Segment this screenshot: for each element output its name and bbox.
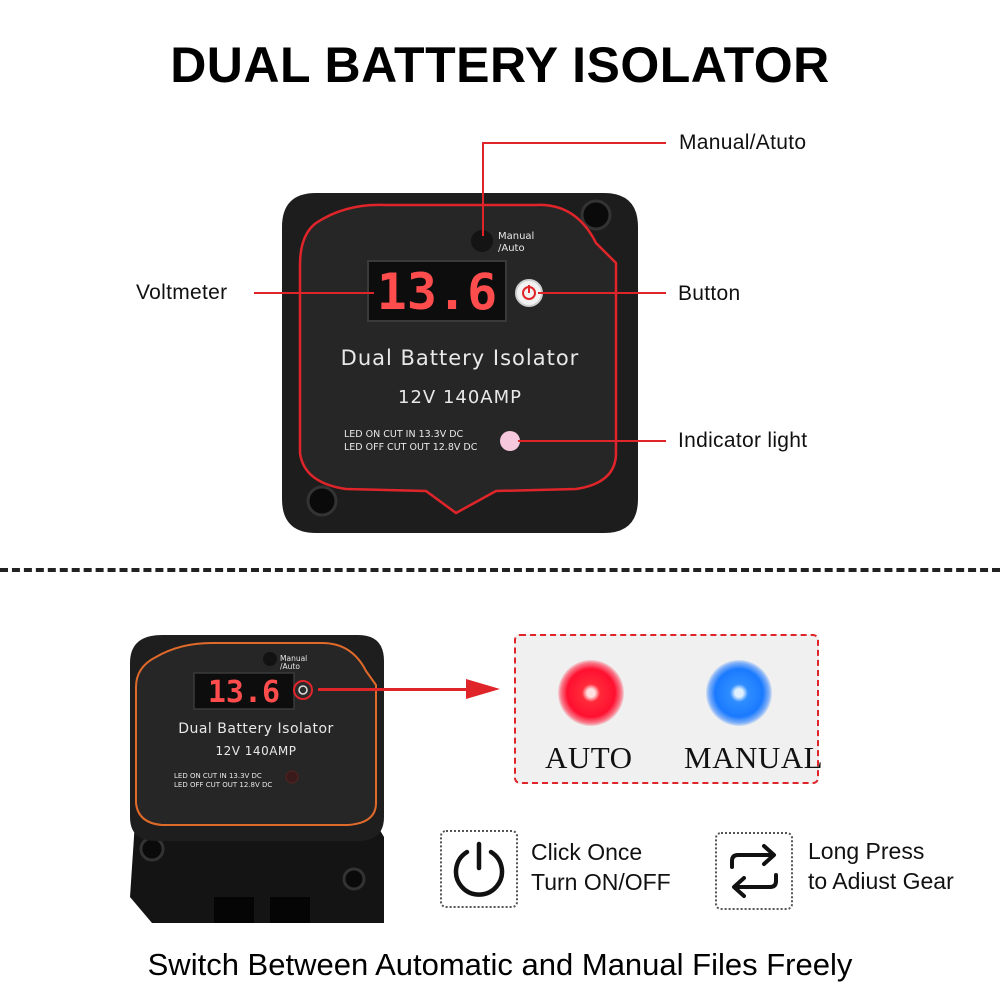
section-divider: [0, 568, 1000, 572]
press-line-1: Long Press: [808, 838, 925, 864]
footer-caption: Switch Between Automatic and Manual File…: [147, 947, 853, 982]
press-line-2: to Adiust Gear: [808, 868, 954, 894]
cycle-arrows-icon: [730, 844, 778, 898]
led-on-text: LED ON CUT IN 13.3V DC: [344, 429, 464, 440]
device-rating: 12V 140AMP: [398, 387, 522, 408]
callout-line-manual-horizontal: [482, 142, 666, 144]
indicator-led: [500, 431, 520, 451]
angled-device-name: Dual Battery Isolator: [178, 721, 334, 737]
power-icon: [453, 841, 505, 897]
callout-manual-auto: Manual/Atuto: [679, 131, 807, 154]
click-instruction: Click Once Turn ON/OFF: [531, 837, 671, 897]
isolator-device-angled: Manual /Auto 13.6 Dual Battery Isolator …: [122, 627, 392, 933]
callout-line-button: [538, 292, 666, 294]
cycle-icon-box: [715, 832, 793, 910]
auto-label: AUTO: [545, 740, 633, 775]
click-line-1: Click Once: [531, 839, 643, 865]
callout-line-voltmeter: [254, 292, 374, 294]
callout-button: Button: [678, 282, 741, 305]
callout-line-indicator: [518, 440, 666, 442]
led-modes-panel: AUTO MANUAL: [514, 634, 823, 784]
manual-led: [706, 660, 772, 726]
press-instruction: Long Press to Adiust Gear: [808, 836, 954, 896]
click-line-2: Turn ON/OFF: [531, 869, 671, 895]
isolator-device-front: Manual /Auto 13.6 Dual Battery Isolator …: [276, 183, 644, 543]
arrow-head-icon: [466, 679, 500, 699]
angled-voltmeter-display: 13.6: [208, 675, 280, 710]
manual-label: MANUAL: [684, 740, 824, 775]
angled-manual-label: Manual: [280, 654, 307, 663]
device-auto-label: /Auto: [498, 243, 525, 254]
callout-voltmeter: Voltmeter: [136, 281, 228, 304]
page-title: DUAL BATTERY ISOLATOR: [170, 37, 830, 93]
angled-power-button[interactable]: [293, 680, 313, 700]
auto-led: [558, 660, 624, 726]
callout-line-manual-vertical: [482, 142, 484, 236]
voltmeter-display: 13.6: [377, 263, 497, 321]
angled-led-off-text: LED OFF CUT OUT 12.8V DC: [174, 781, 272, 789]
device-name: Dual Battery Isolator: [341, 346, 580, 370]
arrow-line: [318, 688, 468, 691]
angled-led-on-text: LED ON CUT IN 13.3V DC: [174, 772, 262, 780]
device-manual-label: Manual: [498, 231, 534, 242]
angled-auto-label: /Auto: [280, 662, 300, 671]
power-icon-box: [440, 830, 518, 908]
angled-device-rating: 12V 140AMP: [216, 744, 297, 758]
led-off-text: LED OFF CUT OUT 12.8V DC: [344, 442, 478, 453]
callout-indicator-light: Indicator light: [678, 429, 808, 452]
